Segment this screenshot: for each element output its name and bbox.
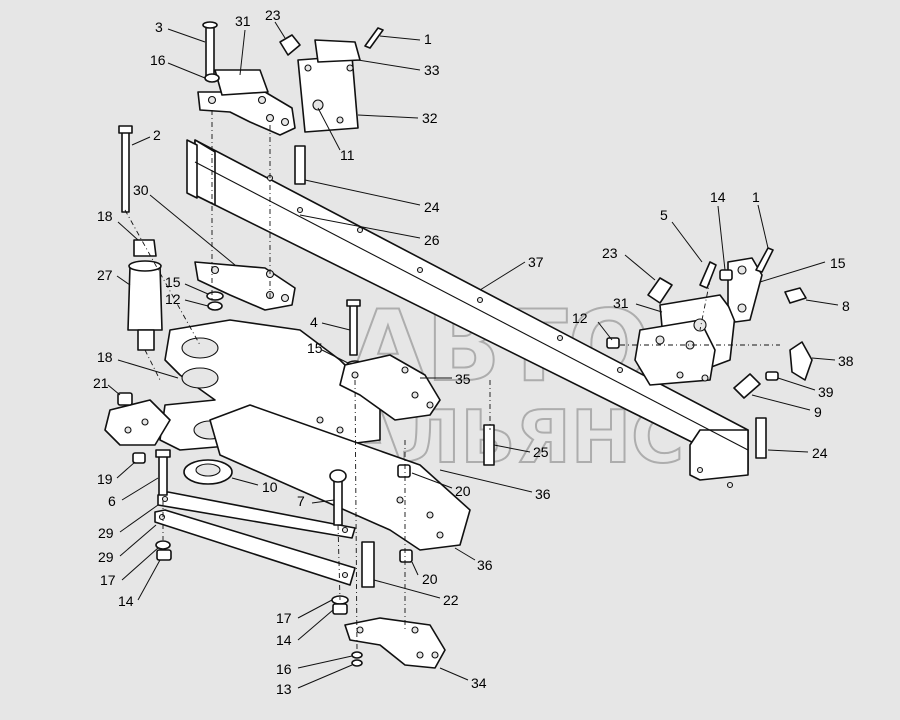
clip-38 bbox=[789, 341, 813, 381]
callout-12-left: 12 bbox=[165, 291, 181, 307]
small-left-bracket bbox=[104, 399, 171, 446]
callout-3: 3 bbox=[155, 19, 163, 35]
callout-24-top: 24 bbox=[424, 199, 440, 215]
mounting-plate-top bbox=[297, 39, 361, 133]
callouts: 3 31 23 1 16 33 32 2 11 24 30 26 18 37 2… bbox=[93, 7, 854, 697]
callout-36-upper: 36 bbox=[535, 486, 551, 502]
callout-20-lower: 20 bbox=[422, 571, 438, 587]
top-left-bracket bbox=[197, 21, 296, 136]
callout-23-top: 23 bbox=[265, 7, 281, 23]
washer-set-left bbox=[206, 291, 224, 311]
spacer-sleeve-lower bbox=[361, 541, 375, 588]
callout-37: 37 bbox=[528, 254, 544, 270]
center-plate bbox=[339, 354, 441, 421]
spacer-sleeve-top bbox=[294, 145, 306, 185]
bolt-top-right bbox=[364, 27, 384, 49]
callout-29-upper: 29 bbox=[98, 525, 114, 541]
callout-15-left: 15 bbox=[165, 274, 181, 290]
callout-14-right: 14 bbox=[710, 189, 726, 205]
spacer-sleeve-center bbox=[483, 424, 495, 466]
washer-stack-left bbox=[132, 452, 172, 561]
shock-absorber bbox=[127, 239, 163, 351]
flat-bar-lower bbox=[154, 509, 356, 586]
rubber-buffer-top bbox=[279, 34, 301, 56]
callout-4: 4 bbox=[310, 314, 318, 330]
right-bolt-5 bbox=[699, 261, 717, 289]
callout-14-left: 14 bbox=[118, 593, 134, 609]
callout-1-right: 1 bbox=[752, 189, 760, 205]
callout-18-lower: 18 bbox=[97, 349, 113, 365]
callout-9: 9 bbox=[814, 404, 822, 420]
callout-16-bottom: 16 bbox=[276, 661, 292, 677]
bottom-plate bbox=[344, 617, 446, 669]
right-mounting-bracket bbox=[634, 294, 736, 386]
right-bolt-1 bbox=[755, 247, 774, 273]
callout-22: 22 bbox=[443, 592, 459, 608]
callout-27: 27 bbox=[97, 267, 113, 283]
callout-23-right: 23 bbox=[602, 245, 618, 261]
callout-25: 25 bbox=[533, 444, 549, 460]
callout-35: 35 bbox=[455, 371, 471, 387]
frame-beam bbox=[186, 139, 749, 489]
callout-12-right: 12 bbox=[572, 310, 588, 326]
callout-17-bottom: 17 bbox=[276, 610, 292, 626]
cap-screw-8 bbox=[784, 287, 807, 304]
callout-17-left: 17 bbox=[100, 572, 116, 588]
callout-15-center: 15 bbox=[307, 340, 323, 356]
callout-8: 8 bbox=[842, 298, 850, 314]
callout-24-right: 24 bbox=[812, 445, 828, 461]
grease-fitting-39 bbox=[765, 371, 779, 381]
callout-39: 39 bbox=[818, 384, 834, 400]
bolt-left-lower bbox=[155, 449, 171, 496]
nut-right-12 bbox=[606, 337, 620, 349]
callout-1-top: 1 bbox=[424, 31, 432, 47]
callout-19: 19 bbox=[97, 471, 113, 487]
callout-36-lower: 36 bbox=[477, 557, 493, 573]
callout-5: 5 bbox=[660, 207, 668, 223]
callout-2: 2 bbox=[153, 127, 161, 143]
side-link-plate bbox=[727, 257, 763, 323]
callout-11: 11 bbox=[340, 147, 355, 163]
callout-14-bottom: 14 bbox=[276, 632, 292, 648]
bushing bbox=[183, 459, 233, 485]
callout-16-top: 16 bbox=[150, 52, 166, 68]
spacer-sleeve-right bbox=[755, 417, 767, 459]
callout-38: 38 bbox=[838, 353, 854, 369]
nut-right-14 bbox=[719, 269, 733, 281]
callout-31-top: 31 bbox=[235, 13, 251, 29]
callout-13: 13 bbox=[276, 681, 292, 697]
callout-26: 26 bbox=[424, 232, 440, 248]
nut-right-lower bbox=[399, 549, 413, 563]
callout-21: 21 bbox=[93, 375, 109, 391]
nut-right-upper bbox=[397, 464, 411, 478]
callout-34: 34 bbox=[471, 675, 487, 691]
washer-stack-bottom-small bbox=[351, 651, 363, 667]
callout-29-lower: 29 bbox=[98, 549, 114, 565]
callout-7: 7 bbox=[297, 493, 305, 509]
callout-15-right: 15 bbox=[830, 255, 846, 271]
callout-31-right: 31 bbox=[613, 295, 629, 311]
callout-20-upper: 20 bbox=[455, 483, 471, 499]
rubber-buffer-right bbox=[647, 277, 673, 304]
callout-10: 10 bbox=[262, 479, 278, 495]
long-bolt bbox=[118, 125, 133, 213]
assembly-axes bbox=[124, 110, 780, 651]
nut-left bbox=[117, 392, 133, 406]
callout-18-top: 18 bbox=[97, 208, 113, 224]
callout-30: 30 bbox=[133, 182, 149, 198]
callout-6: 6 bbox=[108, 493, 116, 509]
callout-32: 32 bbox=[422, 110, 438, 126]
pin-9 bbox=[733, 373, 761, 399]
callout-33: 33 bbox=[424, 62, 440, 78]
